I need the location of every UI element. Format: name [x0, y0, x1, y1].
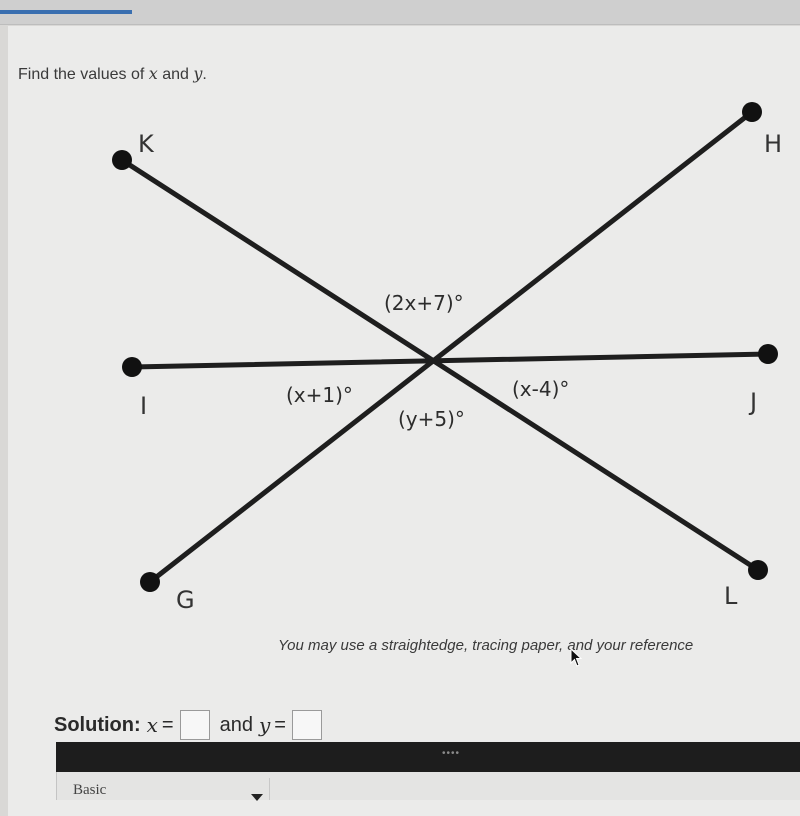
point-label-J: J	[748, 388, 757, 416]
question-var-y: y	[193, 64, 203, 83]
point-H-dot	[742, 102, 762, 122]
toolbar-grip-handle[interactable]: ••••	[442, 748, 461, 759]
angle-label-bottom: (y+5)°	[398, 407, 465, 431]
angle-label-right: (x-4)°	[512, 377, 569, 401]
solution-and: and	[219, 713, 253, 736]
instruction-note: You may use a straightedge, tracing pape…	[278, 637, 694, 654]
dropdown-divider	[269, 778, 270, 800]
angle-label-left: (x+1)°	[286, 383, 353, 407]
angle-label-top: (2x+7)°	[384, 291, 464, 315]
solution-equals-x: =	[161, 713, 174, 736]
line-GH	[147, 109, 755, 585]
math-toolbar: ••••	[56, 742, 800, 772]
solution-var-x: x	[146, 713, 158, 737]
question-prefix: Find the values of	[18, 66, 149, 83]
solution-row: Solution: x = and y =	[54, 710, 332, 740]
question-panel	[8, 26, 800, 816]
point-J-dot	[758, 344, 778, 364]
line-IJ	[129, 351, 771, 370]
point-label-H: H	[764, 130, 782, 158]
point-label-I: I	[140, 392, 147, 420]
solution-label: Solution:	[54, 713, 141, 736]
point-label-L: L	[724, 582, 738, 610]
solution-var-y: y	[258, 713, 271, 737]
palette-selector-area: Basic	[56, 772, 800, 801]
question-text: Find the values of x and y.	[18, 64, 207, 84]
mouse-cursor-icon	[570, 648, 583, 667]
y-answer-input[interactable]	[291, 710, 322, 740]
top-bar	[0, 0, 800, 25]
point-label-K: K	[138, 130, 155, 158]
question-var-x: x	[148, 64, 158, 83]
solution-equals-y: =	[274, 713, 286, 736]
point-label-G: G	[176, 586, 195, 614]
x-answer-input[interactable]	[179, 710, 210, 740]
active-tab-indicator	[0, 10, 132, 14]
palette-dropdown-value: Basic	[73, 782, 107, 798]
chevron-down-icon	[251, 794, 263, 801]
point-K-dot	[112, 150, 132, 170]
point-I-dot	[122, 357, 142, 377]
point-G-dot	[140, 572, 160, 592]
question-suffix: .	[202, 66, 207, 83]
line-KL	[119, 157, 761, 573]
point-L-dot	[748, 560, 768, 580]
question-conj: and	[157, 66, 194, 83]
palette-dropdown[interactable]: Basic	[73, 782, 263, 801]
